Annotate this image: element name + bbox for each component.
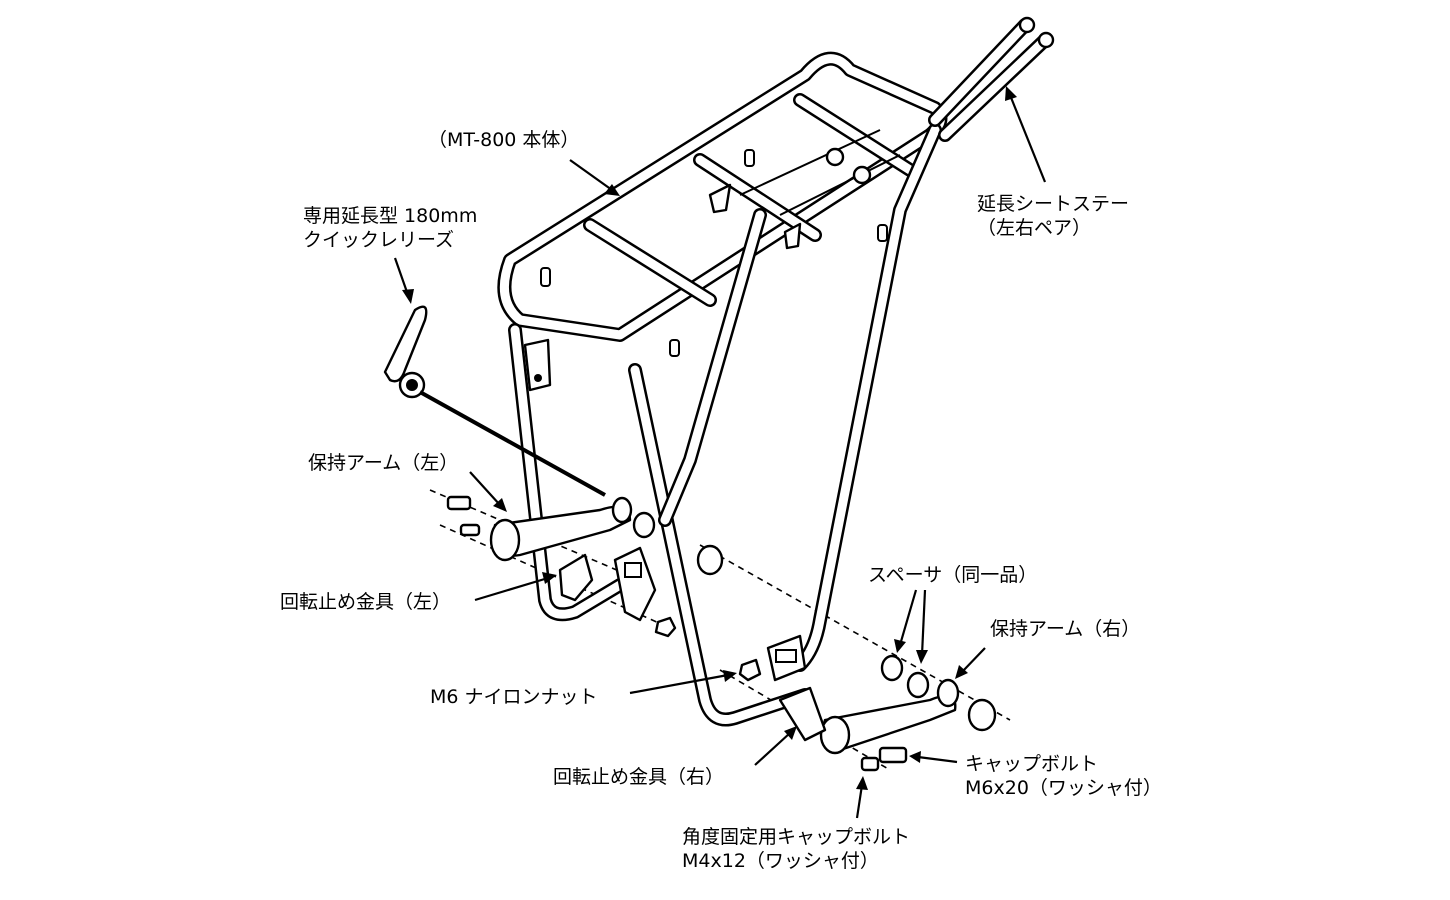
label-rotation-stop-right: 回転止め金具（右） [553,766,725,788]
callout-arrows [393,86,1047,819]
label-quick-release: 専用延長型 180mm クイックレリーズ [303,204,477,252]
label-seat-stay-line2: （左右ペア） [977,217,1092,239]
label-arm-right: 保持アーム（右） [990,618,1141,640]
label-seat-stay-line1: 延長シートステー [977,193,1130,215]
quick-release [383,305,606,497]
label-cap-bolt-m4: 角度固定用キャップボルト M4x12（ワッシャ付） [682,825,910,873]
label-cap-bolt-m4-line1: 角度固定用キャップボルト [682,826,911,848]
label-quick-release-line1: 専用延長型 180mm [303,205,478,227]
label-cap-bolt-m6: キャップボルト M6x20（ワッシャ付） [965,752,1162,800]
label-spacer: スペーサ（同一品） [868,564,1038,586]
label-cap-bolt-m4-line2: M4x12（ワッシャ付） [682,850,879,872]
label-cap-bolt-m6-line2: M6x20（ワッシャ付） [965,777,1162,799]
label-quick-release-line2: クイックレリーズ [303,229,455,251]
right-side-parts [738,634,997,772]
label-cap-bolt-m6-line1: キャップボルト [965,753,1099,775]
rack-main-body [497,51,948,727]
label-nylon-nut: M6 ナイロンナット [430,686,598,708]
extended-seat-stays [928,16,1055,142]
label-rotation-stop-left: 回転止め金具（左） [280,591,452,613]
label-seat-stay: 延長シートステー （左右ペア） [977,192,1129,240]
left-rotation-stop [558,544,724,638]
label-main-body: （MT-800 本体） [428,129,580,151]
left-holding-arm [446,495,656,562]
label-arm-left: 保持アーム（左） [308,452,459,474]
